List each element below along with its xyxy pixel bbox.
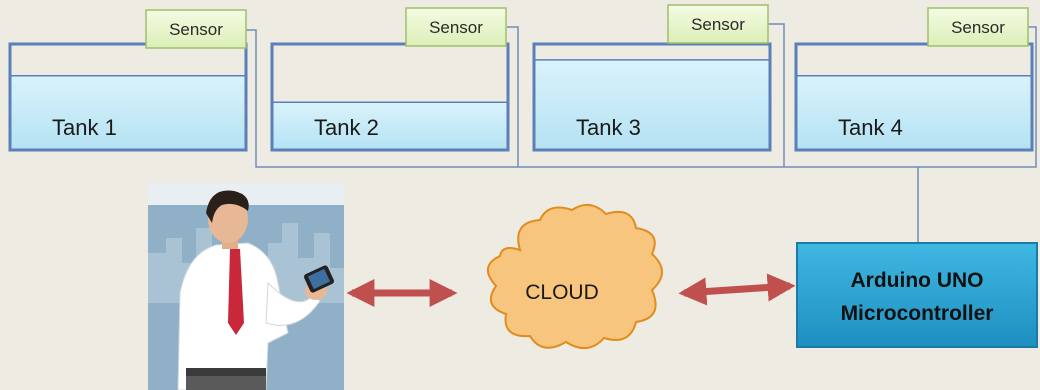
person-with-phone-icon: [148, 183, 344, 390]
tank-outline: [794, 42, 1034, 152]
sensor-label: Sensor: [691, 15, 745, 34]
tank-outline: [8, 42, 248, 152]
sensor: Sensor: [927, 7, 1029, 47]
sensor: Sensor: [145, 9, 247, 49]
arrow-cloud-microcontroller: [678, 273, 796, 306]
tank-water-level: [534, 59, 770, 150]
wire-tank-2: [507, 26, 519, 167]
wire-tank-1: [246, 29, 918, 168]
tank-water-level: [272, 102, 508, 150]
arduino-microcontroller: Arduino UNO Microcontroller: [796, 242, 1038, 348]
wiring: [246, 23, 1037, 244]
tank-label: Tank 1: [52, 115, 117, 140]
sensor-label: Sensor: [951, 18, 1005, 37]
tank-1: Tank 1 Sensor: [8, 9, 248, 152]
tank-label: Tank 4: [838, 115, 903, 140]
tank-3: Tank 3 Sensor: [532, 4, 772, 152]
tank-water-level: [10, 75, 246, 150]
tank-label: Tank 3: [576, 115, 641, 140]
tank-4: Tank 4 Sensor: [794, 7, 1034, 152]
sensor-label: Sensor: [429, 18, 483, 37]
cloud-label: CLOUD: [525, 281, 599, 304]
tank-outline: [532, 42, 772, 152]
microcontroller-label-line2: Microcontroller: [841, 302, 994, 325]
sensor: Sensor: [405, 7, 507, 47]
wire-tank-4: [918, 26, 1037, 168]
tank-water-level: [796, 75, 1032, 150]
wire-tank-3: [766, 23, 785, 167]
sensor-label: Sensor: [169, 20, 223, 39]
tank-2: Tank 2 Sensor: [270, 7, 510, 152]
tank-outline: [270, 42, 510, 152]
cloud-icon: CLOUD: [487, 203, 663, 349]
microcontroller-label-line1: Arduino UNO: [851, 269, 984, 292]
tank-label: Tank 2: [314, 115, 379, 140]
sensor: Sensor: [667, 4, 769, 44]
